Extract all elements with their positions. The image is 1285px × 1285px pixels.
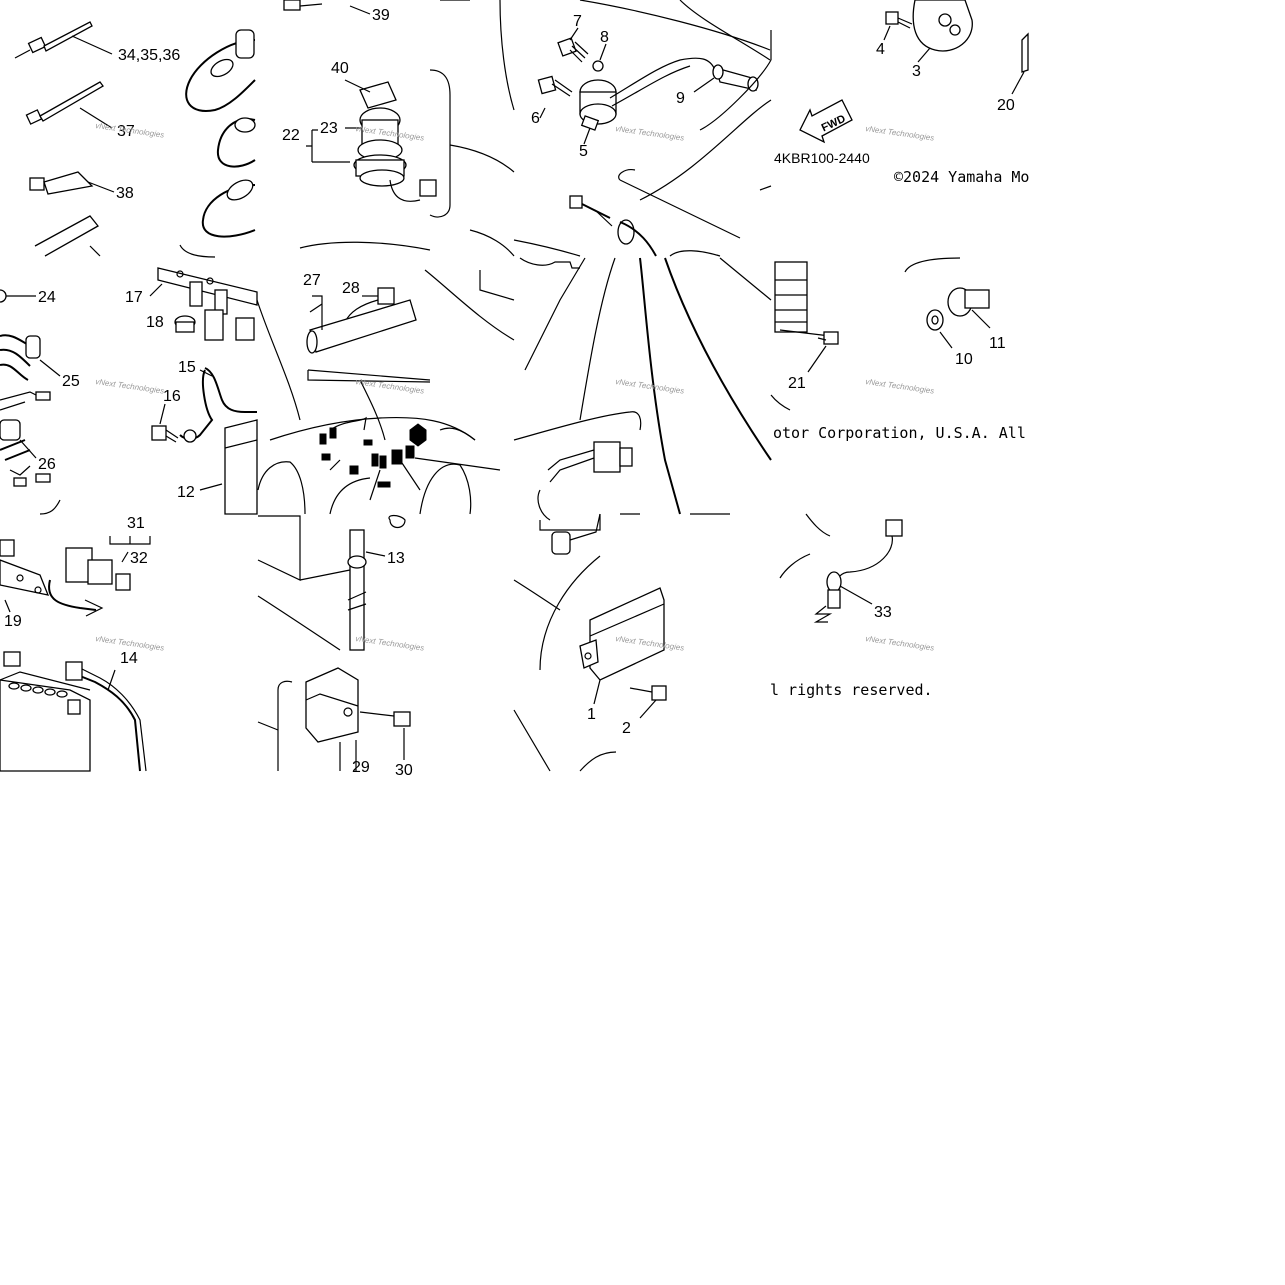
relay-31-part — [65, 547, 131, 591]
callout-21: 21 — [788, 375, 806, 392]
callout-29: 29 — [352, 759, 370, 776]
cable-tie-part — [14, 21, 93, 59]
callout-24: 24 — [38, 289, 56, 306]
relay-29-part — [305, 667, 359, 771]
tile-ignition-coil — [513, 0, 772, 257]
callout-10: 10 — [955, 351, 973, 368]
rectifier-21-part — [774, 261, 831, 337]
tile-harness-center — [256, 269, 515, 515]
harness-connectors — [319, 423, 427, 488]
callout-22: 22 — [282, 127, 300, 144]
callout-37: 37 — [117, 123, 135, 140]
callout-25: 25 — [62, 373, 80, 390]
diagram-code: 4KBR100-2440 — [774, 150, 870, 166]
callout-4: 4 — [876, 41, 885, 58]
callout-15: 15 — [178, 359, 196, 376]
watermark-text: vNext Technologies — [355, 377, 425, 396]
connector-harness-part — [547, 441, 633, 483]
bolt-6-part — [537, 75, 573, 97]
switch-33-part — [813, 519, 903, 623]
bolt-7-part — [557, 37, 589, 63]
part-3 — [912, 0, 973, 52]
callout-18: 18 — [146, 314, 164, 331]
callout-8: 8 — [600, 29, 609, 46]
callout-39: 39 — [372, 7, 390, 24]
tile-main-switch — [283, 0, 515, 257]
callout-26: 26 — [38, 456, 56, 473]
callout-5: 5 — [579, 143, 588, 160]
tile-cdi — [513, 513, 730, 772]
watermarks: vNext Technologies vNext Technologies vNex… — [95, 121, 935, 653]
callout-17: 17 — [125, 289, 143, 306]
callout-38: 38 — [116, 185, 134, 202]
copyright-line-1: ©2024 Yamaha Mo — [894, 168, 1029, 186]
callout-7: 7 — [573, 13, 582, 30]
callout-6: 6 — [531, 110, 540, 127]
callout-23: 23 — [320, 120, 338, 137]
cdi-unit-part — [579, 587, 665, 681]
bolt-21-part — [817, 331, 839, 345]
battery-part — [0, 651, 91, 772]
watermark-text: vNext Technologies — [865, 124, 935, 143]
callout-16: 16 — [163, 388, 181, 405]
watermark-text: vNext Technologies — [615, 124, 685, 143]
callout-32: 32 — [130, 550, 148, 567]
callout-13: 13 — [387, 550, 405, 567]
tile-cable-ties — [14, 21, 256, 258]
fwd-arrow-icon: FWD — [799, 99, 853, 144]
wire-leads-26-part — [0, 419, 51, 487]
plug-cap-9-part — [712, 64, 759, 92]
tile-battery — [0, 536, 151, 772]
switch-11-part — [947, 287, 990, 317]
tube-13-part — [347, 529, 367, 651]
bolt-30-part — [359, 711, 411, 727]
watermark-text: vNext Technologies — [865, 634, 935, 653]
battery-12-part — [224, 419, 258, 515]
tile-starter-relay — [257, 514, 411, 771]
callout-40: 40 — [331, 60, 349, 77]
clamp-38-part — [29, 171, 94, 195]
callout-33: 33 — [874, 604, 892, 621]
callout-27: 27 — [303, 272, 321, 289]
callout-11: 11 — [989, 335, 1006, 352]
tile-neutral-switch: l rights reserved. — [770, 513, 933, 699]
callout-9: 9 — [676, 90, 685, 107]
bracket-17-part — [157, 267, 258, 341]
tile-wiring-leaders — [513, 257, 772, 521]
callout-31: 31 — [127, 515, 145, 532]
wire-leads-25-part — [0, 334, 51, 411]
tile-rectifier: otor Corporation, U.S.A. All — [770, 257, 1026, 442]
copyright-line-3: l rights reserved. — [770, 681, 933, 699]
bolt-2-part — [629, 685, 667, 701]
main-switch-part — [353, 81, 407, 187]
ignition-coil-part — [579, 79, 617, 131]
callout-19: 19 — [4, 613, 22, 630]
washer-10-part — [926, 309, 944, 331]
watermark-text: vNext Technologies — [865, 377, 935, 396]
callout-3: 3 — [912, 63, 921, 80]
callout-2: 2 — [622, 720, 631, 737]
copyright-line-2: otor Corporation, U.S.A. All — [773, 424, 1026, 442]
callout-1: 1 — [587, 706, 596, 723]
watermark-text: vNext Technologies — [355, 634, 425, 653]
callout-28: 28 — [342, 280, 360, 297]
callout-14: 14 — [120, 650, 138, 667]
tile-battery-wires — [0, 267, 258, 515]
connector-bottom-part — [551, 513, 601, 555]
bolt-4-part — [885, 11, 913, 29]
callout-20: 20 — [997, 97, 1015, 114]
bolt-16-part — [151, 425, 179, 443]
cable-tie-37-part — [25, 81, 104, 125]
callout-12: 12 — [177, 484, 195, 501]
callout-34-35-36: 34,35,36 — [118, 47, 180, 64]
watermark-text: vNext Technologies — [615, 377, 685, 396]
tile-thermo-switch: FWD 4KBR100-2440 ©2024 Yamaha Mo — [759, 0, 1029, 191]
callout-30: 30 — [395, 762, 413, 779]
watermark-text: vNext Technologies — [95, 377, 165, 396]
